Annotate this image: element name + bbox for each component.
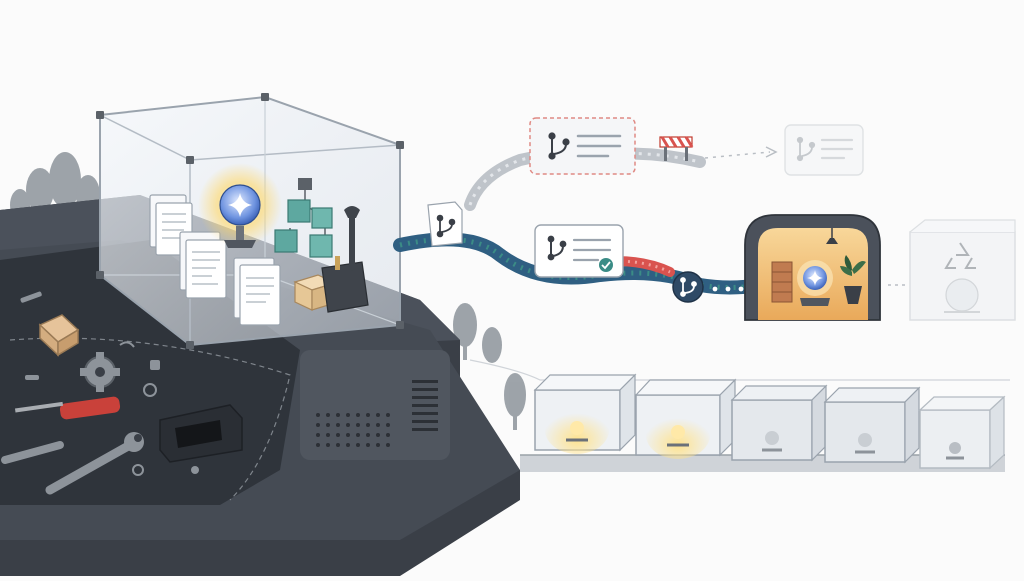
document-stack-1 bbox=[149, 194, 193, 256]
glass-cube-3 bbox=[730, 384, 828, 462]
sparkle-icon bbox=[807, 270, 823, 286]
toolbox bbox=[321, 206, 369, 313]
stapler-icon bbox=[159, 404, 243, 463]
room-orb bbox=[797, 260, 833, 306]
pendant-lamp-icon bbox=[826, 228, 838, 244]
cube-row bbox=[533, 373, 1006, 470]
upper-branch-card bbox=[529, 117, 636, 175]
document-stack-2 bbox=[179, 231, 227, 299]
git-branch-icon bbox=[547, 235, 567, 261]
small-parts bbox=[20, 291, 199, 476]
merge-node bbox=[672, 271, 744, 303]
gear-icon bbox=[80, 352, 120, 392]
git-branch-icon bbox=[680, 277, 697, 297]
wooden-block-icon bbox=[38, 314, 80, 357]
glass-cube-1 bbox=[533, 373, 637, 454]
screwdriver-icon bbox=[14, 396, 121, 420]
git-branch-icon bbox=[548, 132, 570, 160]
potted-plant-icon bbox=[840, 255, 866, 304]
speaker-dots bbox=[316, 413, 390, 447]
vent-grille bbox=[412, 380, 438, 431]
recycle-glass-cube bbox=[909, 219, 1016, 321]
approved-branch-card bbox=[534, 224, 624, 278]
branch-document bbox=[427, 201, 463, 247]
sparkle-orb bbox=[198, 163, 282, 248]
ghost-branch-card bbox=[784, 124, 864, 176]
recycle-icon bbox=[944, 242, 976, 269]
wrench-large-icon bbox=[1, 441, 64, 464]
sparkle-icon bbox=[228, 193, 252, 217]
document-stack-3 bbox=[233, 257, 281, 326]
glass-cube-2 bbox=[634, 378, 737, 459]
wrench-small-icon bbox=[45, 432, 144, 495]
deployment-room bbox=[744, 214, 881, 321]
ground-line bbox=[469, 359, 1010, 381]
scattered-tools bbox=[1, 291, 243, 495]
glass-cube-5 bbox=[918, 395, 1006, 470]
glass-cube-4 bbox=[823, 386, 921, 464]
check-circle-icon bbox=[599, 258, 613, 272]
main-glass-cube bbox=[96, 93, 404, 349]
road-barrier-icon bbox=[659, 136, 694, 161]
git-branch-icon bbox=[436, 214, 456, 238]
teal-cube-network bbox=[274, 178, 333, 258]
